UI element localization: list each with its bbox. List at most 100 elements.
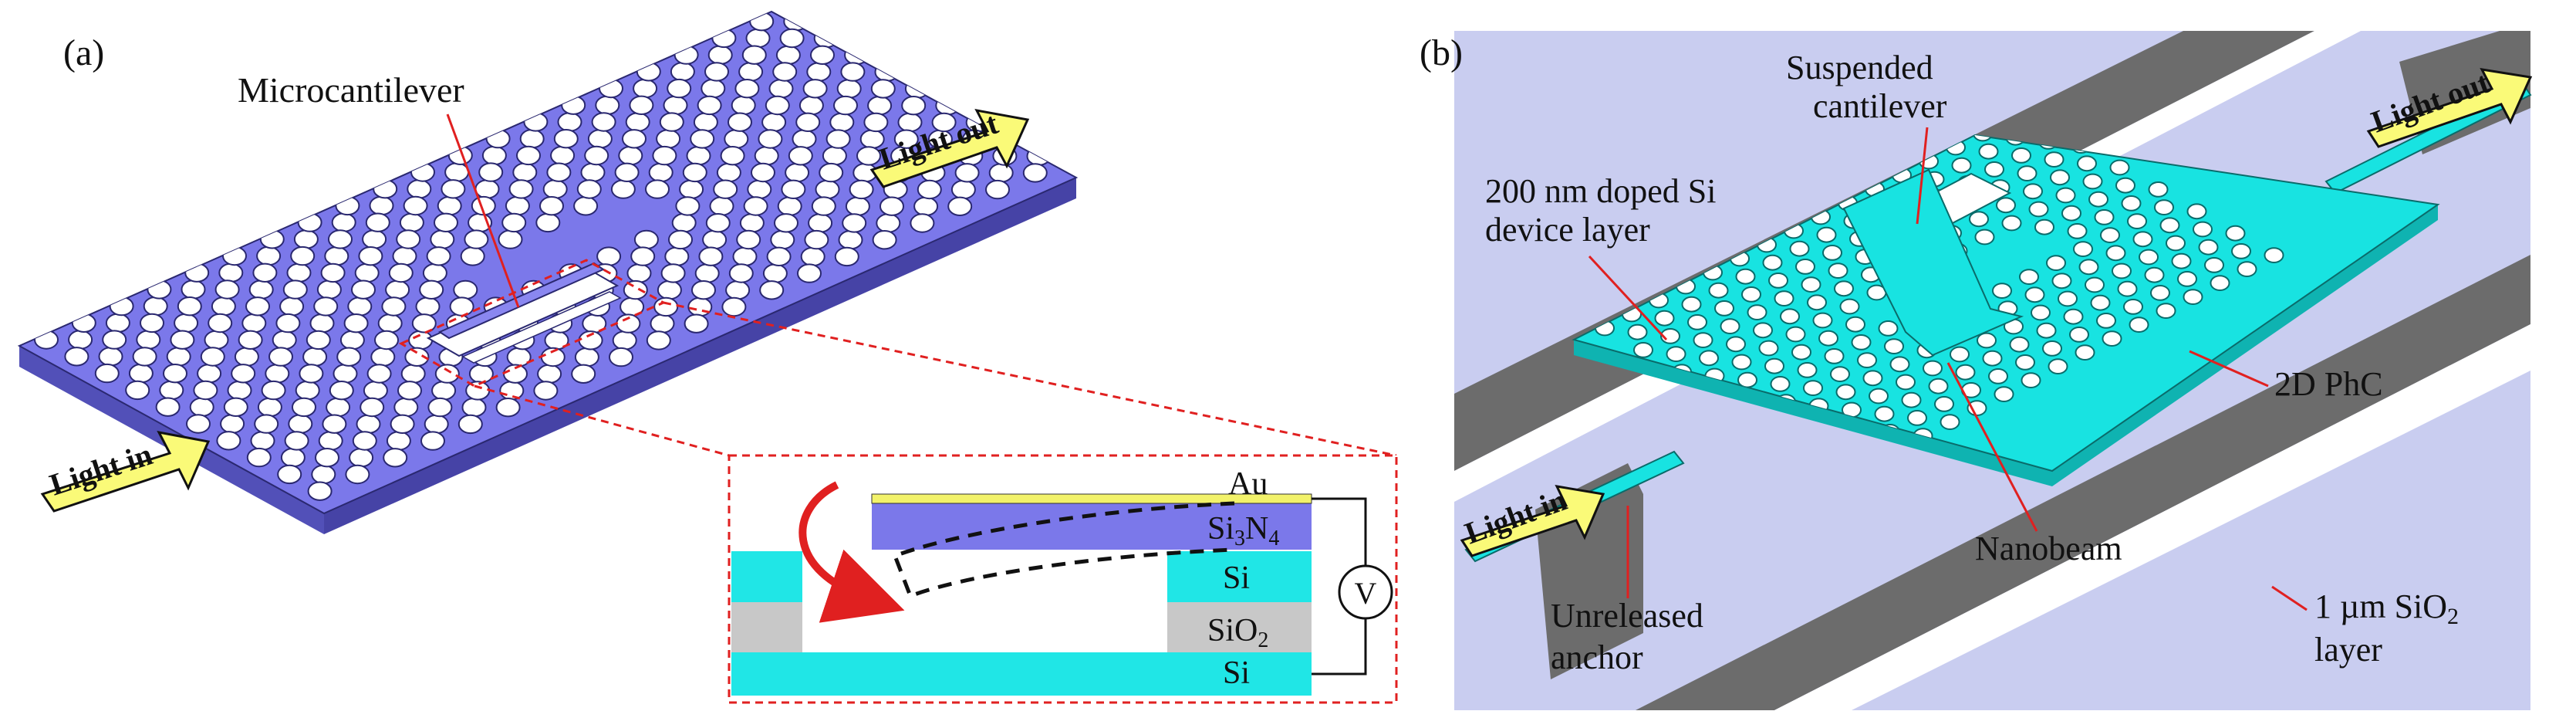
phc-hole (132, 347, 157, 367)
phc-hole (795, 112, 821, 133)
device-layer-pointer (1588, 255, 1668, 341)
phc-hole (238, 330, 263, 350)
phc-hole (282, 279, 308, 300)
phc-hole (408, 330, 434, 350)
phc-hole (815, 179, 840, 200)
phc-hole (702, 229, 728, 250)
phc-hole (2156, 303, 2176, 320)
phc-hole (2034, 218, 2054, 235)
phc-slab-a (17, 10, 1079, 534)
phc-hole (277, 464, 302, 485)
phc-hole (1687, 314, 1707, 330)
phc-hole (917, 179, 942, 200)
phc-hole (539, 196, 564, 216)
phc-hole (833, 95, 858, 116)
phc-hole (1801, 276, 1821, 293)
phc-hole (845, 196, 870, 216)
phc-hole (2096, 313, 2116, 329)
phc-hole (893, 129, 919, 149)
phc-hole (1982, 350, 2003, 367)
phc-hole (392, 246, 417, 266)
phc-hole (170, 330, 195, 350)
phc-hole (1889, 356, 1910, 373)
phc-hole (193, 380, 218, 401)
phc-hole (339, 330, 365, 350)
phc-hole (758, 129, 783, 149)
phc-hole (415, 296, 441, 317)
phc-hole (365, 212, 390, 232)
phc-hole (840, 62, 866, 82)
phc-hole (128, 363, 154, 384)
phc-hole (973, 79, 998, 99)
phc-hole (1830, 366, 1850, 383)
phc-hole (1758, 340, 1779, 357)
phc-hole (798, 95, 824, 116)
phc-hole (2001, 215, 2022, 232)
phc-hole (393, 397, 419, 418)
phc-hole (867, 96, 893, 116)
phc-hole (663, 95, 688, 116)
phc-hole (444, 162, 470, 182)
phc-hole (595, 95, 620, 116)
phc-hole (1797, 362, 1818, 378)
phc-hole (411, 313, 437, 334)
phc-hole (248, 279, 274, 300)
phc-hole (1693, 332, 1713, 349)
voltmeter-wire-return (1312, 618, 1367, 676)
phc-hole (2159, 217, 2180, 234)
phc-hole (437, 195, 462, 216)
phc-hole (2078, 259, 2099, 276)
phc-hole (2204, 257, 2224, 273)
phc-hole (901, 96, 927, 116)
phc-label: 2D PhC (2274, 365, 2383, 403)
phc-hole (950, 179, 976, 200)
phc-hole (659, 112, 684, 132)
phc-hole (2042, 340, 2062, 357)
phc-hole (749, 12, 775, 32)
phc-hole (766, 246, 792, 266)
phc-hole (349, 448, 374, 468)
phc-hole (464, 229, 489, 249)
trench-lower-floor (1774, 324, 2530, 710)
phc-hole (684, 313, 709, 334)
phc-hole (163, 364, 187, 384)
phc-hole (1857, 352, 1877, 369)
phc-hole (1666, 346, 1686, 363)
phc-hole (576, 179, 602, 199)
phc-hole (1735, 268, 1756, 285)
phc-hole (988, 163, 1014, 183)
phc-hole (352, 431, 377, 451)
phc-hole (313, 296, 339, 317)
phc-hole (1795, 259, 1815, 275)
panel-a: (a) Light in Light out Microcantilever (17, 10, 1398, 704)
phc-hole (1737, 371, 1757, 388)
phc-hole (1851, 334, 1872, 350)
phc-hole (810, 45, 835, 66)
phc-hole (354, 262, 380, 283)
phc-hole (369, 195, 394, 216)
phc-hole (1994, 386, 2014, 403)
phc-hole (1770, 376, 1791, 392)
phc-hole (245, 296, 270, 317)
phc-hole (612, 330, 637, 350)
phc-hole (256, 245, 282, 266)
phc-hole (347, 296, 373, 317)
phc-hole (2031, 304, 2051, 321)
slab-b-side-left (1574, 340, 2052, 486)
phc-hole (204, 330, 229, 350)
phc-hole (2048, 358, 2068, 375)
phc-hole (1762, 254, 1783, 271)
phc-hole (461, 398, 487, 418)
phc-hole (2058, 290, 2078, 307)
phc-hole (345, 464, 370, 485)
phc-hole (1708, 282, 1729, 299)
phc-hole (2094, 209, 2115, 225)
phc-hole (1731, 354, 1752, 371)
phc-hole (1923, 360, 1943, 377)
phc-hole (770, 229, 795, 250)
phc-hole (424, 414, 449, 435)
phc-hole (596, 246, 622, 266)
phc-hole (2148, 181, 2169, 198)
phc-hole (783, 12, 809, 32)
phc-hole (2051, 273, 2072, 290)
